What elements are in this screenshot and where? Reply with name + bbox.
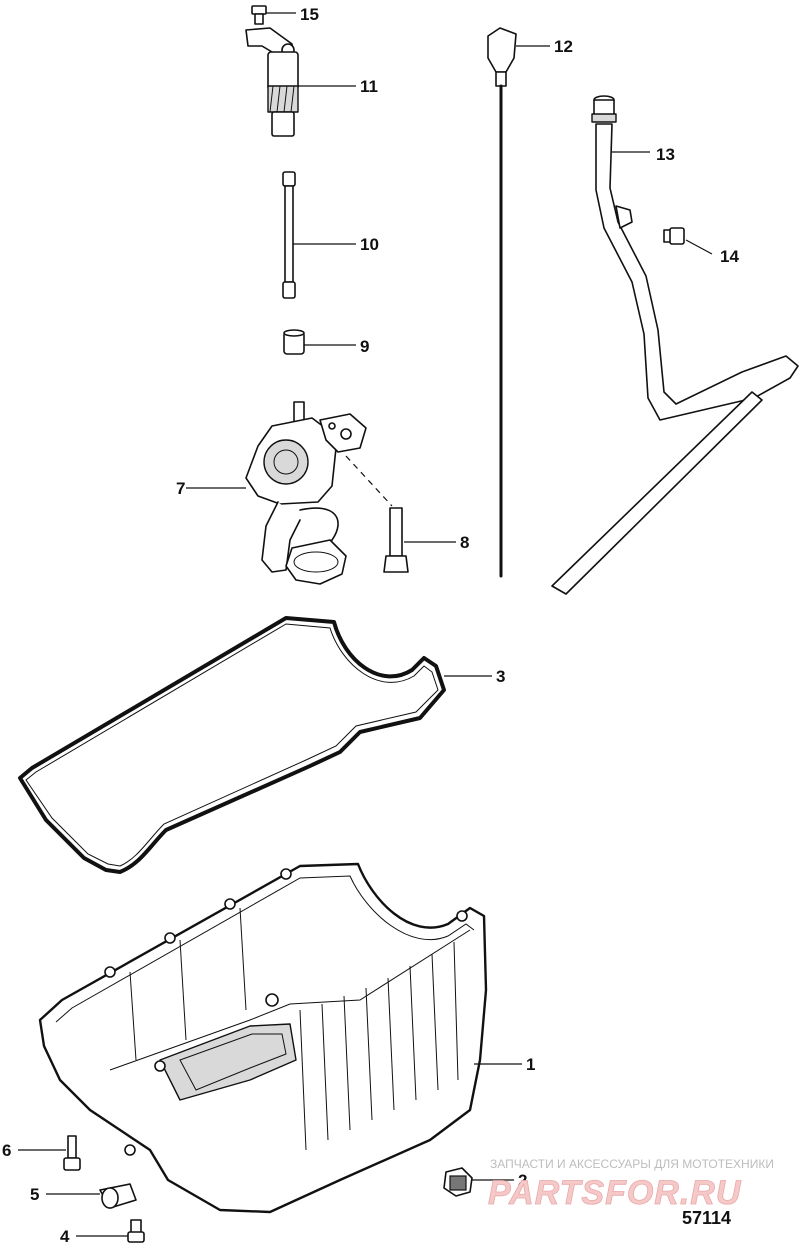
callout-2: 2: [518, 1171, 527, 1190]
part-3-oil-pan-gasket: [18, 616, 492, 874]
part-8-pump-bolt: [345, 455, 456, 573]
part-2-drain-plug: [443, 1167, 514, 1197]
diagram-id: 57114: [682, 1208, 731, 1228]
callout-8: 8: [460, 533, 469, 552]
part-1-oil-pan: [38, 862, 522, 1214]
part-4-bolt: [76, 1219, 145, 1243]
callout-13: 13: [656, 145, 675, 164]
callout-3: 3: [496, 667, 505, 686]
watermark-tagline: ЗАПЧАСТИ И АКСЕССУАРЫ ДЛЯ МОТОТЕХНИКИ: [490, 1157, 774, 1171]
callout-15: 15: [300, 5, 319, 24]
callout-4: 4: [60, 1227, 70, 1246]
callout-12: 12: [554, 37, 573, 56]
watermark-logo: PARTSFOR.RU: [488, 1174, 742, 1212]
callout-1: 1: [526, 1055, 535, 1074]
callout-11: 11: [360, 77, 378, 96]
callout-9: 9: [360, 337, 369, 356]
callout-6: 6: [2, 1141, 11, 1160]
part-12-dipstick: [487, 27, 550, 578]
part-13-dipstick-tube: [551, 95, 799, 595]
callout-10: 10: [360, 235, 379, 254]
part-9-sleeve: [283, 329, 356, 355]
part-10-drive-shaft: [282, 171, 356, 299]
part-15-bolt: [251, 5, 296, 25]
part-5-clip: [46, 1183, 137, 1209]
callout-14: 14: [720, 247, 739, 266]
part-14-tube-bolt: [663, 227, 713, 255]
callout-5: 5: [30, 1185, 39, 1204]
part-7-oil-pump: [186, 401, 367, 585]
part-11-drive-gear-assembly: [245, 27, 356, 137]
callout-7: 7: [176, 479, 185, 498]
part-6-stud: [18, 1135, 81, 1171]
